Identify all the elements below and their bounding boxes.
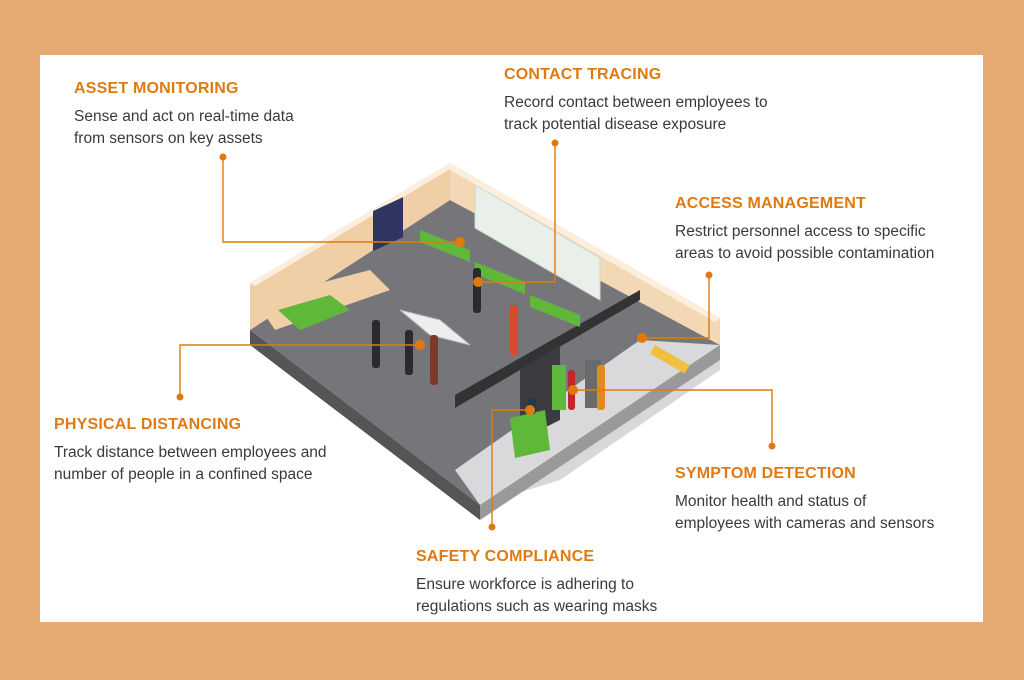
feature-safety-compliance: SAFETY COMPLIANCE Ensure workforce is ad… [416, 548, 657, 618]
feature-asset-monitoring: ASSET MONITORING Sense and act on real-t… [74, 80, 294, 150]
feature-line: Track distance between employees and [54, 444, 327, 461]
windows [474, 184, 601, 301]
security-desk [510, 410, 550, 458]
feature-line: track potential disease exposure [504, 116, 727, 133]
feature-line: Ensure workforce is adhering to [416, 576, 634, 593]
feature-title: SAFETY COMPLIANCE [416, 548, 595, 565]
feature-line: employees with cameras and sensors [675, 515, 935, 532]
workstations [420, 230, 580, 327]
feature-symptom-detection: SYMPTOM DETECTION Monitor health and sta… [675, 465, 934, 535]
feature-line: number of people in a confined space [54, 466, 313, 483]
reception-desk [278, 295, 350, 330]
feature-line: from sensors on key assets [74, 130, 263, 147]
feature-line: regulations such as wearing masks [416, 598, 658, 615]
feature-physical-distancing: PHYSICAL DISTANCING Track distance betwe… [54, 416, 327, 486]
feature-title: CONTACT TRACING [504, 66, 662, 83]
feature-title: ASSET MONITORING [74, 80, 239, 97]
bench [399, 309, 471, 346]
connector-lines [179, 143, 773, 527]
feature-line: Monitor health and status of [675, 493, 867, 510]
lobby-bench [650, 345, 690, 374]
divider-wall [455, 290, 640, 408]
feature-title: SYMPTOM DETECTION [675, 465, 856, 482]
kiosk [552, 365, 566, 410]
feature-line: areas to avoid possible contamination [675, 245, 935, 262]
wall-display [373, 197, 403, 252]
feature-access-management: ACCESS MANAGEMENT Restrict personnel acc… [675, 195, 934, 265]
feature-contact-tracing: CONTACT TRACING Record contact between e… [504, 66, 768, 136]
feature-line: Record contact between employees to [504, 94, 768, 111]
feature-title: ACCESS MANAGEMENT [675, 195, 866, 212]
feature-line: Restrict personnel access to specific [675, 223, 926, 240]
feature-title: PHYSICAL DISTANCING [54, 416, 242, 433]
feature-line: Sense and act on real-time data [74, 108, 294, 125]
connector-dots [176, 139, 776, 531]
